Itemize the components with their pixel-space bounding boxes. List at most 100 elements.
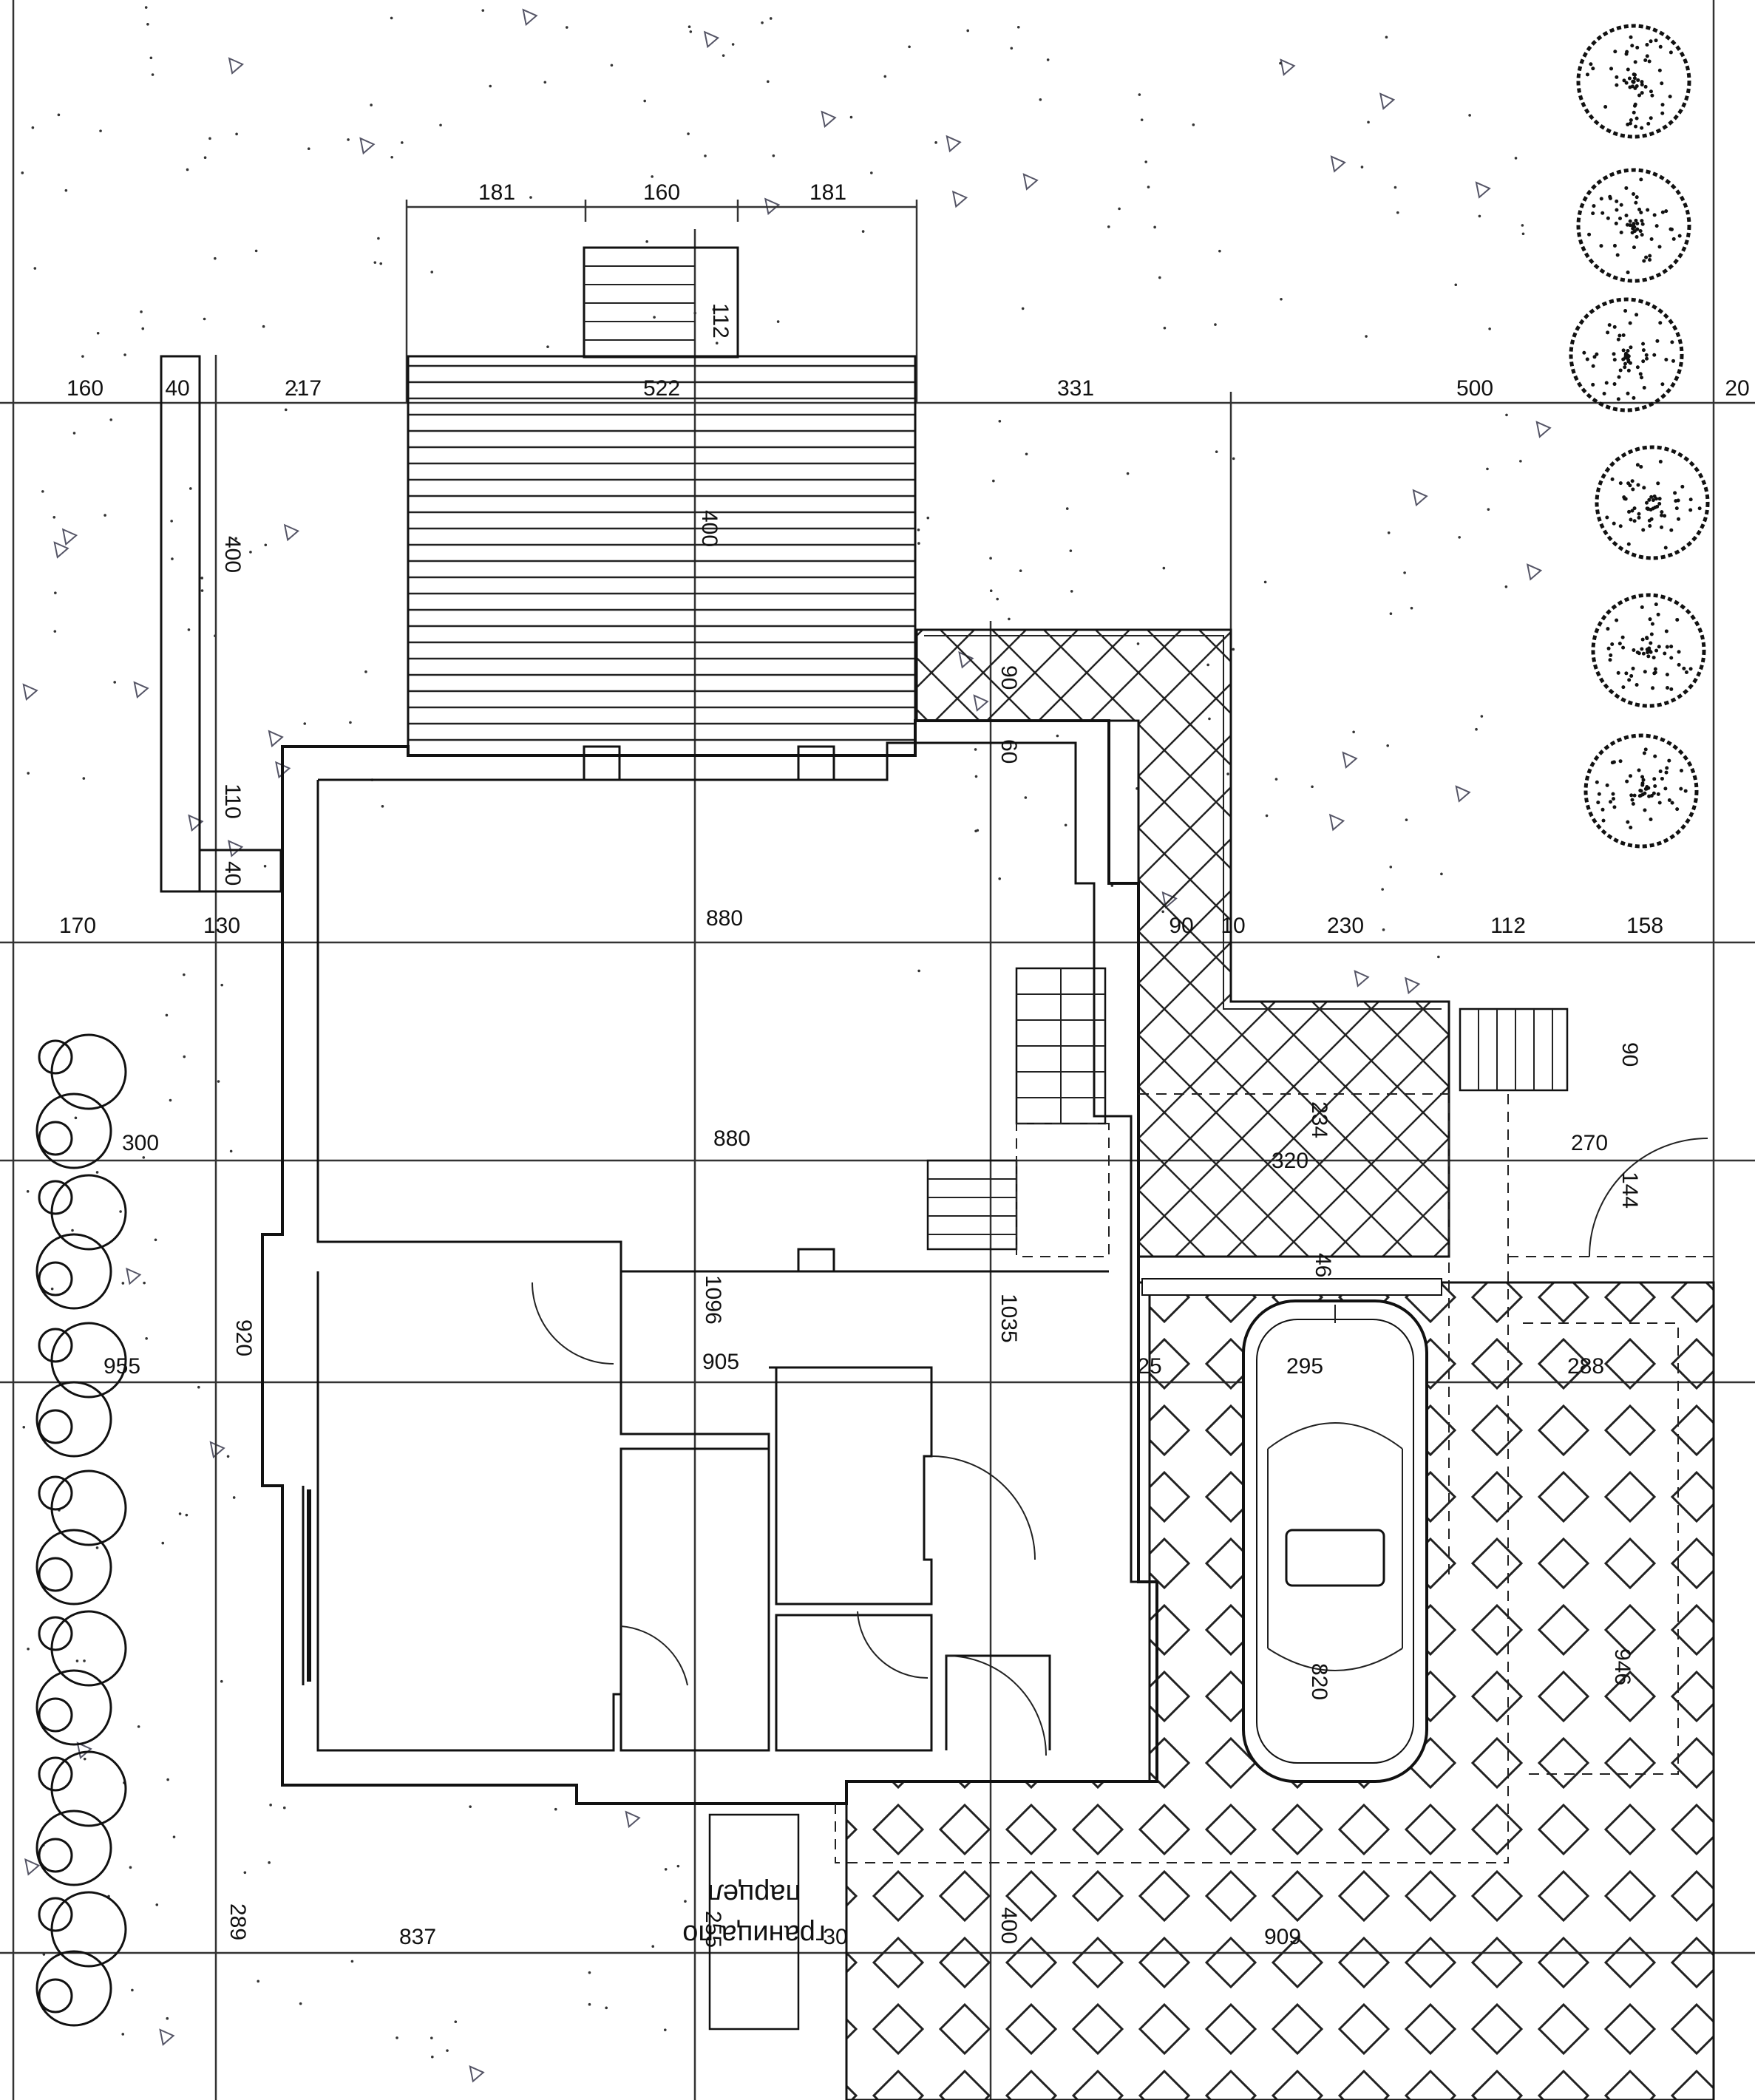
grass-dot <box>390 16 393 20</box>
dim-car-820: 820 <box>1307 1663 1331 1700</box>
shrub-icon <box>35 1750 127 1886</box>
tree-icon <box>1569 297 1684 412</box>
grass-dot <box>185 1513 189 1517</box>
grass-dot <box>379 262 383 265</box>
shrub-icon <box>35 1033 127 1169</box>
grass-dot <box>1360 166 1364 169</box>
grass-dot <box>1215 450 1218 453</box>
dim-row2-5: 10 <box>1221 914 1245 938</box>
dim-row2-6: 230 <box>1327 914 1364 938</box>
grass-dot <box>155 1903 159 1906</box>
grass-dot <box>645 240 648 243</box>
grass-mark <box>1354 970 1370 988</box>
house-walls <box>261 719 1708 1805</box>
grass-dot <box>1110 884 1114 887</box>
grass-dot <box>137 1725 140 1728</box>
grass-dot <box>1274 778 1278 781</box>
grass-dot <box>1192 123 1195 126</box>
grass-dot <box>83 1659 86 1662</box>
grass-dot <box>200 577 204 580</box>
lawn-texture <box>21 6 1552 2083</box>
terrace-deck <box>407 355 917 757</box>
grass-mark <box>133 681 149 699</box>
dim-edge-20: 20 <box>1725 376 1749 401</box>
grass-dot <box>446 2049 449 2052</box>
grass-dot <box>1019 569 1022 573</box>
grass-dot <box>396 2036 398 2039</box>
grass-dot <box>1024 796 1028 799</box>
grass-dot <box>26 1190 30 1193</box>
parcel-label-box <box>708 1813 800 2031</box>
dim-top-3: 181 <box>809 180 846 205</box>
grass-dot <box>1437 955 1440 959</box>
dim-row1-6: 500 <box>1456 376 1493 401</box>
grass-mark <box>1455 785 1471 803</box>
grass-dot <box>1263 580 1267 584</box>
grass-dot <box>454 2020 458 2023</box>
grass-dot <box>1021 307 1025 310</box>
grass-dot <box>1118 207 1121 211</box>
grass-dot <box>232 1496 236 1499</box>
grass-dot <box>431 2055 434 2059</box>
grass-dot <box>1365 335 1368 338</box>
grass-dot <box>1385 35 1388 39</box>
grass-dot <box>349 721 352 724</box>
grass-dot <box>883 75 887 78</box>
grass-dot <box>1505 413 1508 417</box>
dim-row1-4: 522 <box>643 376 680 401</box>
dim-left-1: 400 <box>220 536 245 573</box>
dim-row2-8: 158 <box>1626 914 1663 938</box>
grass-dot <box>974 775 978 778</box>
grass-dot <box>976 829 980 832</box>
grass-mark <box>1330 155 1346 173</box>
dimension-labels: 181 160 181 112 160 40 217 522 331 500 4… <box>59 180 1750 1949</box>
grass-dot <box>373 261 377 264</box>
grass-dot <box>295 389 298 392</box>
grass-dot <box>1367 120 1370 124</box>
grass-dot <box>217 1080 220 1083</box>
grass-mark <box>1342 751 1358 769</box>
grass-dot <box>143 1281 146 1285</box>
grass-dot <box>917 969 920 973</box>
grass-dot <box>1389 612 1393 616</box>
grass-dot <box>220 1679 223 1683</box>
grass-dot <box>27 772 30 775</box>
grass-dot <box>1163 326 1167 330</box>
grass-dot <box>166 1778 169 1781</box>
dim-row1-1: 160 <box>67 376 103 401</box>
grass-mark <box>1475 181 1491 199</box>
grass-dot <box>234 537 238 540</box>
dim-row3-4: 234 <box>1307 1101 1331 1138</box>
grass-dot <box>908 45 911 49</box>
grass-dot <box>229 1149 233 1153</box>
grass-dot <box>849 115 853 119</box>
grass-dot <box>989 589 993 592</box>
grass-dot <box>178 1512 182 1515</box>
grass-dot <box>1386 744 1389 747</box>
dim-row4-1: 955 <box>103 1354 140 1379</box>
grass-mark <box>1535 421 1552 438</box>
dim-left-3: 40 <box>220 861 245 886</box>
grass-dot <box>170 520 173 523</box>
dim-bottom-30: 30 <box>823 1925 847 1949</box>
grass-dot <box>861 230 865 233</box>
dim-row3-6: 144 <box>1617 1172 1642 1209</box>
grass-dot <box>1352 730 1355 734</box>
grass-dot <box>676 1864 680 1868</box>
grass-mark <box>1328 813 1345 832</box>
grass-dot <box>1468 114 1471 117</box>
grass-dot <box>99 129 102 132</box>
grass-dot <box>1514 157 1518 160</box>
grass-mark <box>283 523 300 542</box>
dim-right-top-2: 60 <box>997 739 1021 764</box>
dim-row2-1: 170 <box>59 914 96 938</box>
shrub-icon <box>35 1891 127 2027</box>
grass-dot <box>189 487 192 490</box>
grass-dot <box>269 1804 272 1807</box>
grass-mark <box>625 1810 641 1829</box>
dim-top-1: 181 <box>478 180 515 205</box>
grass-mark <box>951 190 968 208</box>
dim-row4-2: 905 <box>702 1350 739 1374</box>
grass-dot <box>1046 58 1050 61</box>
